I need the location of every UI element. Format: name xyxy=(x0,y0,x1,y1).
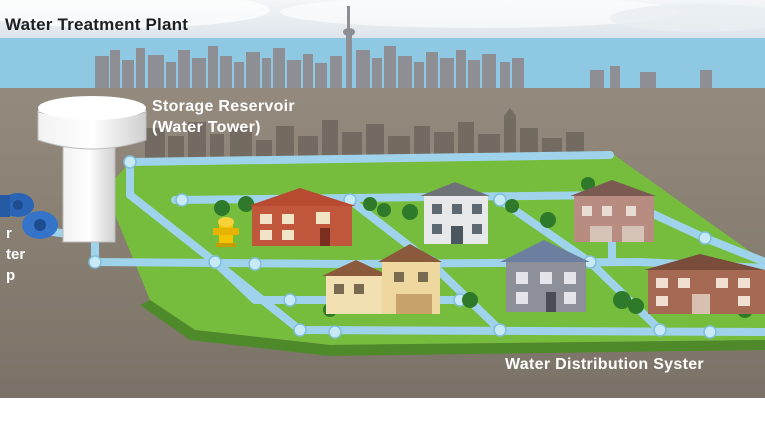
house-brick-large xyxy=(644,254,765,314)
reservoir-label-line1: Storage Reservoir xyxy=(152,98,295,115)
city-skyline-icon xyxy=(95,6,712,88)
soil-band xyxy=(0,380,765,400)
house-brown-small xyxy=(570,180,656,242)
reservoir-label-line2: (Water Tower) xyxy=(152,119,261,136)
house-red xyxy=(248,188,356,246)
sky xyxy=(0,0,765,45)
diagram-title: Water Treatment Plant xyxy=(5,15,189,34)
pump-label-fragment: r xyxy=(6,225,12,242)
fire-hydrant-icon xyxy=(213,217,239,247)
pump-label-fragment: ter xyxy=(6,246,26,263)
pump-label-fragment: p xyxy=(6,267,16,284)
house-white xyxy=(420,182,490,244)
distribution-system-label: Water Distribution Syster xyxy=(505,356,704,373)
water-tower-icon xyxy=(37,96,147,243)
house-blue-roof xyxy=(500,240,590,312)
pump-icon xyxy=(0,193,58,239)
page-bottom xyxy=(0,398,765,431)
house-cream xyxy=(322,244,442,314)
